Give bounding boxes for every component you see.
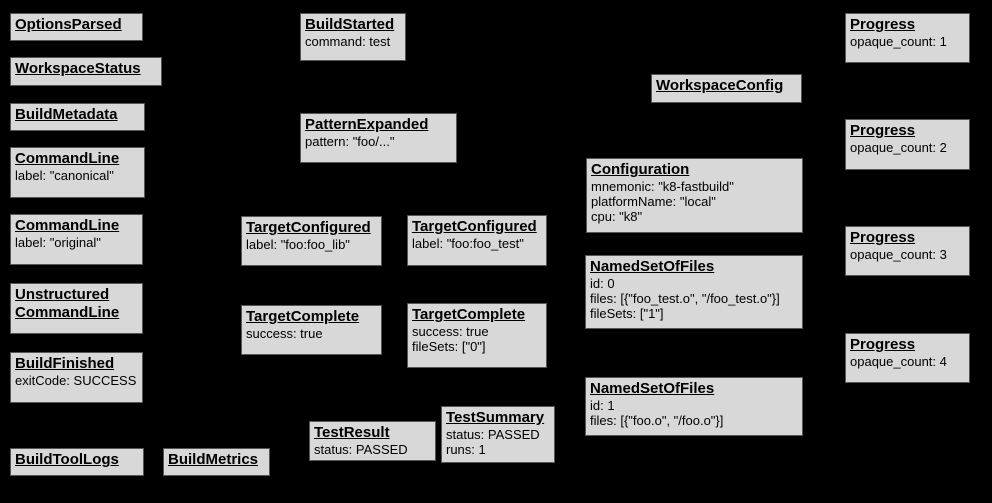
node-title: TargetConfigured: [246, 219, 371, 236]
node-workspace-config: WorkspaceConfig: [651, 74, 802, 103]
node-target-complete-foo-lib: TargetComplete success: true: [241, 305, 382, 355]
node-title: Unstructured CommandLine: [15, 286, 120, 321]
node-attribute: fileSets: ["1"]: [590, 306, 664, 321]
node-title: TargetComplete: [412, 306, 526, 323]
node-attribute: opaque_count: 4: [850, 354, 947, 369]
node-title: Progress: [850, 336, 916, 353]
node-title: TestSummary: [446, 409, 545, 426]
node-attribute: label: "original": [15, 235, 101, 250]
node-command-line-original: CommandLine label: "original": [10, 214, 143, 265]
node-build-finished: BuildFinished exitCode: SUCCESS: [10, 352, 143, 403]
node-workspace-status: WorkspaceStatus: [10, 57, 162, 86]
node-named-set-of-files-0: NamedSetOfFiles id: 0 files: [{"foo_test…: [585, 255, 803, 329]
node-attribute: mnemonic: "k8-fastbuild": [591, 179, 734, 194]
node-title: TargetConfigured: [412, 218, 537, 235]
node-named-set-of-files-1: NamedSetOfFiles id: 1 files: [{"foo.o", …: [585, 377, 803, 436]
node-attribute: id: 1: [590, 398, 615, 413]
node-attribute: success: true: [412, 324, 489, 339]
node-title: CommandLine: [15, 150, 120, 167]
node-attribute: fileSets: ["0"]: [412, 339, 486, 354]
node-attribute: success: true: [246, 326, 323, 341]
node-title: NamedSetOfFiles: [590, 380, 715, 397]
node-progress-1: Progress opaque_count: 1: [845, 13, 970, 63]
node-title: BuildMetadata: [15, 106, 118, 123]
node-attribute: cpu: "k8": [591, 209, 643, 224]
node-build-tool-logs: BuildToolLogs: [10, 448, 144, 476]
node-title: OptionsParsed: [15, 16, 122, 33]
node-build-metrics: BuildMetrics: [163, 448, 270, 476]
node-title: PatternExpanded: [305, 116, 429, 133]
node-title: BuildToolLogs: [15, 451, 119, 468]
node-title: WorkspaceStatus: [15, 60, 141, 77]
node-title: TargetComplete: [246, 308, 360, 325]
node-attribute: command: test: [305, 34, 391, 49]
node-attribute: label: "canonical": [15, 168, 114, 183]
node-options-parsed: OptionsParsed: [10, 13, 143, 41]
node-build-started: BuildStarted command: test: [300, 13, 406, 61]
node-pattern-expanded: PatternExpanded pattern: "foo/...": [300, 113, 457, 163]
node-title: CommandLine: [15, 217, 120, 234]
node-test-result: TestResult status: PASSED: [309, 421, 436, 461]
node-attribute: opaque_count: 3: [850, 247, 947, 262]
node-unstructured-command-line: Unstructured CommandLine: [10, 283, 143, 334]
node-title: BuildStarted: [305, 16, 395, 33]
node-test-summary: TestSummary status: PASSED runs: 1: [441, 406, 555, 463]
node-progress-3: Progress opaque_count: 3: [845, 226, 970, 276]
node-attribute: files: [{"foo.o", "/foo.o"}]: [590, 413, 724, 428]
node-attribute: label: "foo:foo_lib": [246, 237, 350, 252]
node-title: WorkspaceConfig: [656, 77, 784, 94]
node-configuration: Configuration mnemonic: "k8-fastbuild" p…: [586, 158, 803, 233]
node-title: BuildFinished: [15, 355, 115, 372]
node-title: NamedSetOfFiles: [590, 258, 715, 275]
node-attribute: files: [{"foo_test.o", "/foo_test.o"}]: [590, 291, 780, 306]
node-target-configured-foo-test: TargetConfigured label: "foo:foo_test": [407, 215, 547, 266]
node-attribute: label: "foo:foo_test": [412, 236, 524, 251]
node-attribute: status: PASSED: [314, 442, 408, 457]
node-title: Progress: [850, 16, 916, 33]
node-progress-4: Progress opaque_count: 4: [845, 333, 970, 383]
node-title: Configuration: [591, 161, 690, 178]
node-attribute: exitCode: SUCCESS: [15, 373, 137, 388]
node-attribute: id: 0: [590, 276, 615, 291]
node-title: TestResult: [314, 424, 390, 441]
node-attribute: pattern: "foo/...": [305, 134, 395, 149]
node-attribute: runs: 1: [446, 442, 486, 457]
node-attribute: platformName: "local": [591, 194, 716, 209]
node-target-complete-foo-test: TargetComplete success: true fileSets: […: [407, 303, 547, 368]
node-attribute: opaque_count: 2: [850, 140, 947, 155]
node-build-metadata: BuildMetadata: [10, 103, 145, 131]
node-title: Progress: [850, 122, 916, 139]
node-target-configured-foo-lib: TargetConfigured label: "foo:foo_lib": [241, 216, 382, 266]
node-attribute: opaque_count: 1: [850, 34, 947, 49]
node-progress-2: Progress opaque_count: 2: [845, 119, 970, 170]
node-title: BuildMetrics: [168, 451, 259, 468]
node-title: Progress: [850, 229, 916, 246]
node-command-line-canonical: CommandLine label: "canonical": [10, 147, 145, 198]
node-attribute: status: PASSED: [446, 427, 540, 442]
